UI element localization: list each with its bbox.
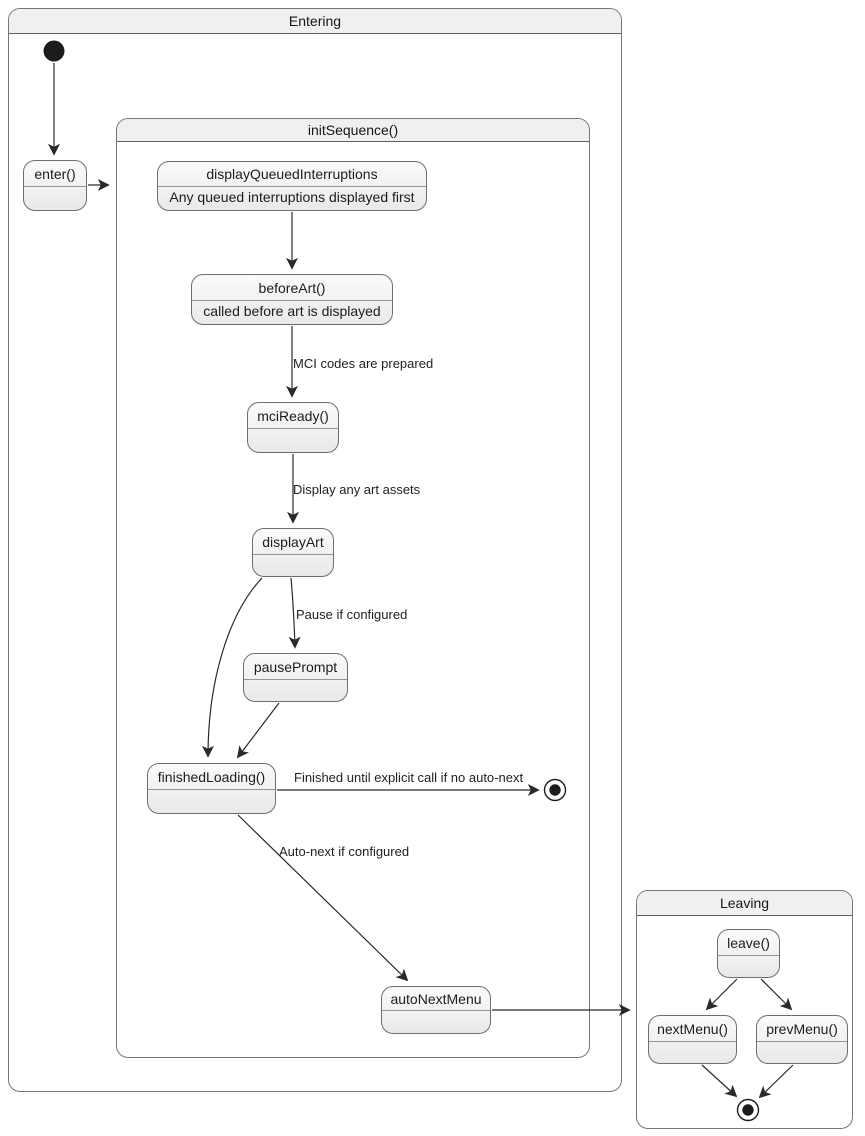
state-next-menu-body [649, 1042, 736, 1044]
state-display-queued-interruptions: displayQueuedInterruptions Any queued in… [157, 161, 427, 211]
state-finished-loading: finishedLoading() [147, 763, 276, 814]
state-auto-next-menu-label: autoNextMenu [382, 987, 490, 1011]
region-init-sequence-title: initSequence() [117, 119, 589, 142]
state-mci-ready-body [248, 429, 338, 431]
state-display-art: displayArt [252, 528, 334, 577]
state-pause-prompt-label: pausePrompt [244, 654, 347, 680]
state-enter-label: enter() [24, 161, 86, 187]
region-init-sequence: initSequence() [116, 118, 590, 1058]
state-display-art-body [253, 555, 333, 557]
transition-label-auto-next: Auto-next if configured [279, 844, 410, 859]
state-finished-loading-body [148, 790, 275, 792]
state-display-queued-interruptions-description: Any queued interruptions displayed first [169, 189, 415, 205]
state-enter-body [24, 187, 86, 189]
transition-label-display-assets: Display any art assets [293, 482, 421, 497]
transition-label-pause: Pause if configured [296, 607, 408, 622]
state-finished-loading-label: finishedLoading() [148, 764, 275, 790]
state-before-art: beforeArt() called before art is display… [191, 274, 393, 325]
state-display-queued-interruptions-label: displayQueuedInterruptions [158, 162, 426, 187]
state-mci-ready: mciReady() [247, 402, 339, 453]
state-pause-prompt: pausePrompt [243, 653, 348, 702]
state-prev-menu-body [757, 1042, 847, 1044]
state-auto-next-menu: autoNextMenu [381, 986, 491, 1034]
state-before-art-description: called before art is displayed [203, 303, 381, 319]
state-prev-menu-label: prevMenu() [757, 1016, 847, 1042]
region-leaving-title: Leaving [637, 891, 852, 916]
state-auto-next-menu-body [382, 1011, 490, 1013]
state-pause-prompt-body [244, 680, 347, 682]
state-before-art-label: beforeArt() [192, 275, 392, 301]
state-leave-label: leave() [718, 930, 779, 956]
region-entering: Entering [8, 8, 622, 1092]
transition-label-finished: Finished until explicit call if no auto-… [294, 770, 524, 785]
transition-label-mci-codes: MCI codes are prepared [293, 356, 434, 371]
state-leave-body [718, 956, 779, 958]
region-leaving: Leaving [636, 890, 853, 1129]
state-next-menu: nextMenu() [648, 1015, 737, 1064]
region-entering-title: Entering [9, 9, 621, 34]
state-mci-ready-label: mciReady() [248, 403, 338, 429]
state-display-art-label: displayArt [253, 529, 333, 555]
state-prev-menu: prevMenu() [756, 1015, 848, 1064]
state-leave: leave() [717, 929, 780, 978]
state-next-menu-label: nextMenu() [649, 1016, 736, 1042]
state-enter: enter() [23, 160, 87, 211]
